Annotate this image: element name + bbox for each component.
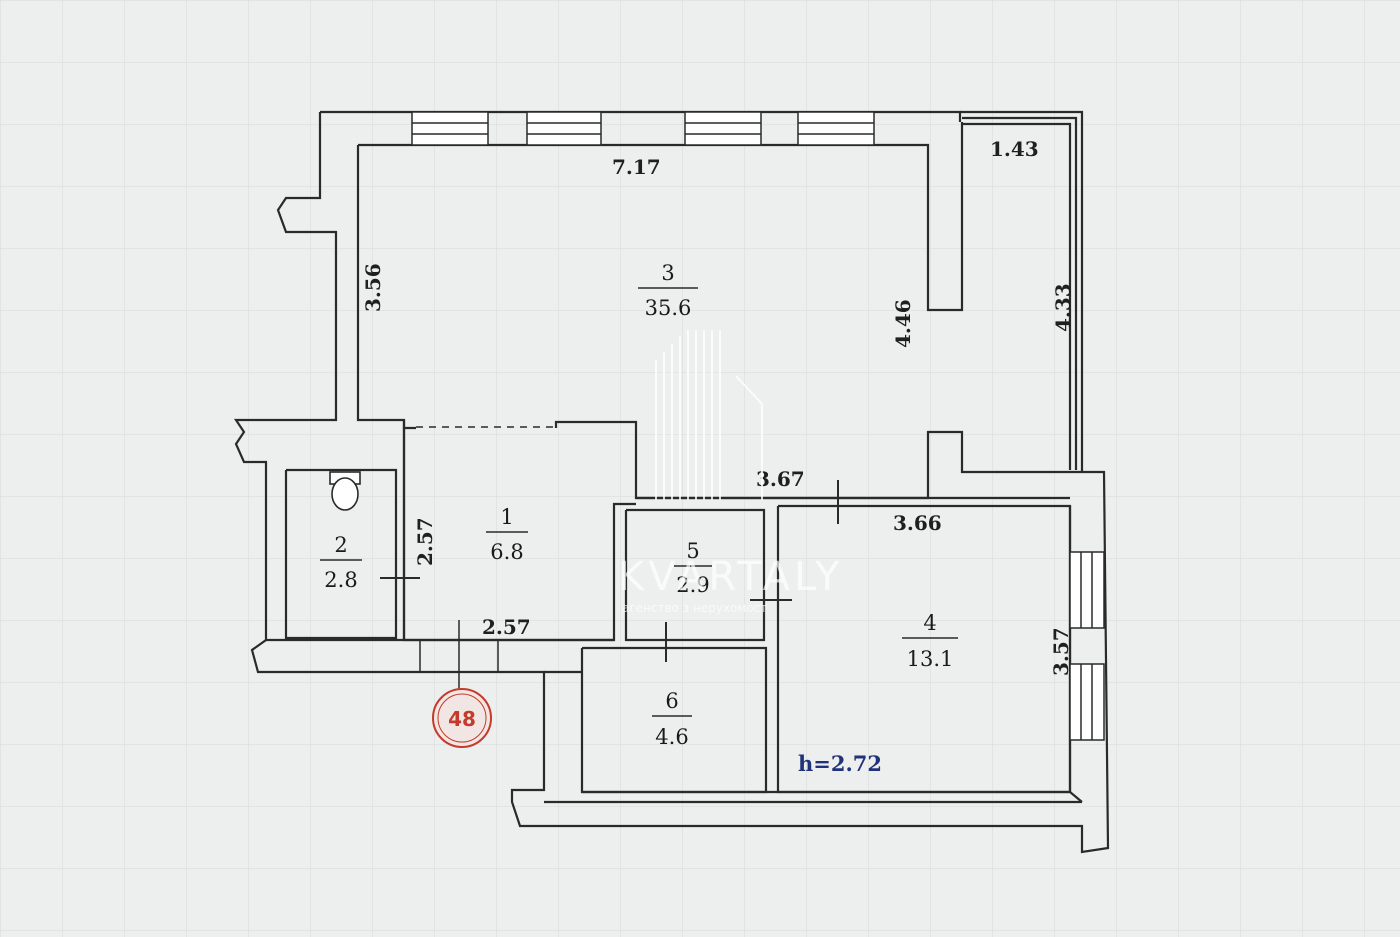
dim-balcony-height: 4.46 — [891, 299, 915, 348]
room-1-number: 1 — [500, 505, 513, 529]
dim-balcony-width: 1.43 — [990, 137, 1039, 161]
door-marks — [380, 480, 839, 662]
toilet-icon — [329, 471, 361, 511]
walls — [233, 110, 1110, 854]
dim-room1-height: 2.57 — [413, 517, 437, 566]
room-4-number: 4 — [923, 611, 936, 635]
dim-room4-width: 3.66 — [893, 511, 942, 535]
apartment-number-badge: 48 — [432, 688, 492, 748]
watermark-brand: KVARTALY — [618, 554, 843, 600]
dim-room4-height: 3.57 — [1049, 627, 1073, 676]
room-2-number: 2 — [334, 533, 347, 557]
room-5-area: 2.9 — [676, 573, 709, 597]
fraction-bars — [320, 287, 958, 717]
entrance-door — [419, 620, 499, 700]
top-windows — [411, 111, 875, 146]
watermark-logo: KVARTALY агенство з нерухомост — [618, 330, 843, 615]
dim-corridor-width: 3.67 — [756, 467, 805, 491]
room-2-area: 2.8 — [324, 568, 357, 592]
room-5-number: 5 — [686, 539, 699, 563]
dim-top-width: 7.17 — [612, 155, 661, 179]
room-3-number: 3 — [661, 261, 674, 285]
room-4-area: 13.1 — [907, 647, 954, 671]
dim-balcony-outer: 4.33 — [1051, 283, 1075, 332]
ceiling-height-label: h=2.72 — [798, 751, 882, 776]
dim-room1-width: 2.57 — [482, 615, 531, 639]
dim-left-height: 3.56 — [361, 263, 385, 312]
right-window — [1069, 551, 1105, 741]
watermark-tagline: агенство з нерухомост — [622, 601, 767, 615]
room-3-area: 35.6 — [645, 296, 692, 320]
room-1-area: 6.8 — [490, 540, 523, 564]
room-6-number: 6 — [665, 689, 678, 713]
apartment-number: 48 — [448, 707, 476, 731]
room-6-area: 4.6 — [655, 725, 688, 749]
